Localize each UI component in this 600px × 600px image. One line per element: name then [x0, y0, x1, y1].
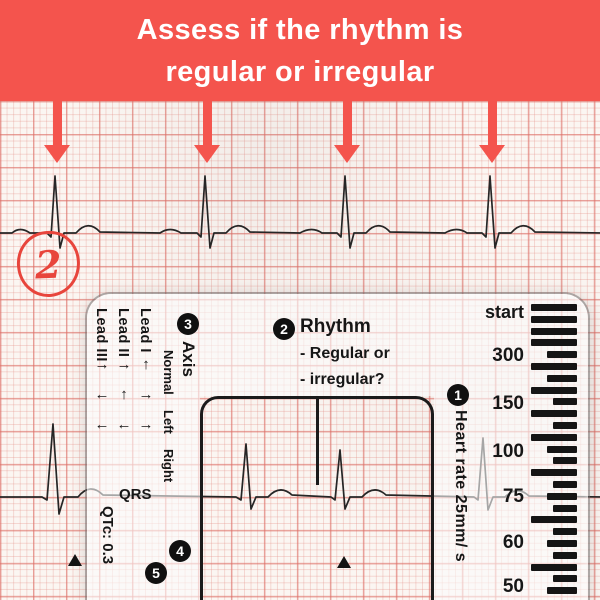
paper-triangle-marker-center	[337, 556, 351, 568]
axis-arrow-chart: → → ↑ ← ↑ → ← ← →	[91, 356, 157, 446]
rate-tick-mark	[531, 304, 577, 311]
rate-tick-mark	[547, 587, 577, 595]
beat-pointer-arrow-1	[44, 101, 70, 163]
rate-tick-mark	[531, 327, 577, 335]
qrs-label: QRS	[119, 486, 152, 503]
axis-arrow-icon: ←	[94, 416, 110, 433]
lead-ii-label: Lead II	[115, 308, 131, 358]
rate-tick-mark	[547, 445, 577, 453]
paper-triangle-marker-left	[68, 554, 82, 566]
axis-options: Normal Left Right	[161, 350, 176, 482]
title-banner: Assess if the rhythm is regular or irreg…	[0, 0, 600, 101]
rate-scale-50: 50	[502, 576, 524, 597]
rate-tick-mark	[547, 539, 577, 547]
ruler-glass-left	[87, 396, 200, 600]
rate-scale-100: 100	[492, 441, 524, 462]
rate-tick-mark	[547, 374, 577, 382]
rhythm-label: Rhythm	[300, 316, 371, 337]
rate-tick-mark	[553, 528, 577, 536]
axis-option-left: Left	[161, 409, 176, 434]
ecg-trace-top-strip	[0, 175, 600, 249]
arrow-shaft	[52, 101, 62, 146]
axis-arrow-icon: →	[138, 416, 154, 433]
rate-scale-60: 60	[502, 532, 524, 553]
axis-step-badge: 3	[177, 313, 199, 335]
arrow-shaft	[342, 101, 352, 146]
rate-tick-mark	[553, 575, 577, 583]
arrow-head-icon	[44, 145, 70, 163]
ruler-glass-top	[87, 294, 588, 396]
rate-tick-mark	[531, 516, 577, 524]
ruler-window-centerline	[316, 397, 319, 485]
rate-tick-mark	[547, 492, 577, 500]
step-number: 2	[34, 241, 63, 287]
arrow-head-icon	[194, 145, 220, 163]
heart-rate-label: Heart rate 25mm/ s	[452, 410, 469, 563]
rate-tick-mark	[531, 386, 577, 394]
rate-tick-mark	[531, 339, 577, 347]
rhythm-option-irregular: - irregular?	[300, 371, 385, 388]
axis-option-normal: Normal	[161, 350, 176, 395]
rate-tick-mark	[553, 457, 577, 465]
rate-step-badge: 1	[447, 384, 469, 406]
rate-scale-150: 150	[492, 393, 524, 414]
step4-badge: 4	[169, 540, 191, 562]
rate-tick-mark	[531, 563, 577, 571]
rate-tick-mark	[531, 315, 577, 323]
rate-start-label: start	[485, 302, 525, 322]
rate-tick-mark	[553, 504, 577, 512]
rate-scale-ticks	[529, 304, 577, 600]
arrow-shaft	[202, 101, 212, 146]
rate-tick-mark	[531, 362, 577, 370]
rate-tick-mark	[553, 480, 577, 488]
arrow-head-icon	[334, 145, 360, 163]
axis-arrow-icon: →	[116, 356, 132, 373]
axis-arrow-icon: ↑	[142, 356, 150, 373]
rate-scale-300: 300	[492, 345, 524, 366]
beat-pointer-arrow-3	[334, 101, 360, 163]
arrow-shaft	[487, 101, 497, 146]
rate-scale-75: 75	[502, 486, 524, 507]
beat-pointer-arrow-2	[194, 101, 220, 163]
step5-badge: 5	[145, 562, 167, 584]
beat-pointer-arrow-4	[479, 101, 505, 163]
axis-arrow-icon: ←	[116, 416, 132, 433]
banner-title-line1: Assess if the rhythm is	[136, 13, 464, 46]
qtc-label: QTc: 0.3	[99, 506, 116, 565]
lead-i-label: Lead I	[137, 308, 153, 353]
rhythm-step-badge: 2	[273, 318, 295, 340]
rate-tick-mark	[553, 421, 577, 429]
rate-tick-mark	[547, 351, 577, 359]
axis-arrow-icon: →	[138, 386, 154, 403]
rhythm-option-regular: - Regular or	[300, 345, 390, 362]
rate-tick-mark	[553, 398, 577, 406]
axis-label: Axis	[179, 341, 198, 377]
axis-arrow-icon: ↑	[120, 386, 128, 403]
axis-arrow-icon: ←	[94, 386, 110, 403]
arrow-head-icon	[479, 145, 505, 163]
rate-tick-mark	[531, 469, 577, 477]
axis-option-right: Right	[161, 448, 176, 482]
ecg-ruler: Lead III Lead II Lead I → → ↑ ← ↑ → ← ← …	[85, 292, 590, 600]
rate-tick-mark	[531, 433, 577, 441]
axis-arrow-icon: →	[94, 356, 110, 373]
lead-iii-label: Lead III	[93, 308, 109, 362]
rate-tick-mark	[553, 551, 577, 559]
banner-title-line2: regular or irregular	[165, 55, 435, 88]
rate-tick-mark	[531, 410, 577, 418]
